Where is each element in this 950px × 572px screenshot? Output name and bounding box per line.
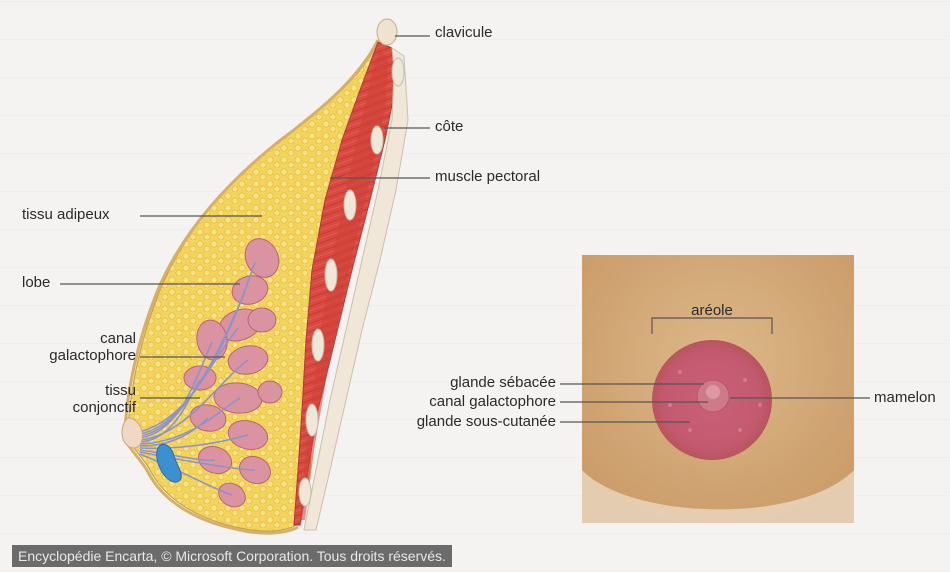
label-clavicule: clavicule (435, 24, 493, 41)
label-mamelon: mamelon (874, 389, 936, 406)
label-areole: aréole (662, 302, 762, 319)
label-muscle-pectoral: muscle pectoral (435, 168, 540, 185)
copyright-credit: Encyclopédie Encarta, © Microsoft Corpor… (12, 545, 452, 567)
label-tissu-conjonctif: tissu conjonctif (18, 382, 136, 416)
breast-cross-section (122, 19, 408, 533)
label-lobe: lobe (22, 274, 50, 291)
label-canal-galactophore: canal galactophore (18, 330, 136, 364)
label-cote: côte (435, 118, 463, 135)
label-glande-sebacee: glande sébacée (380, 374, 556, 391)
clavicle-bone (377, 19, 397, 45)
areola-detail-panel (582, 255, 854, 523)
label-canal-galactophore-areola: canal galactophore (380, 393, 556, 410)
label-glande-sous-cutanee: glande sous-cutanée (380, 413, 556, 430)
label-tissu-adipeux: tissu adipeux (22, 206, 110, 223)
